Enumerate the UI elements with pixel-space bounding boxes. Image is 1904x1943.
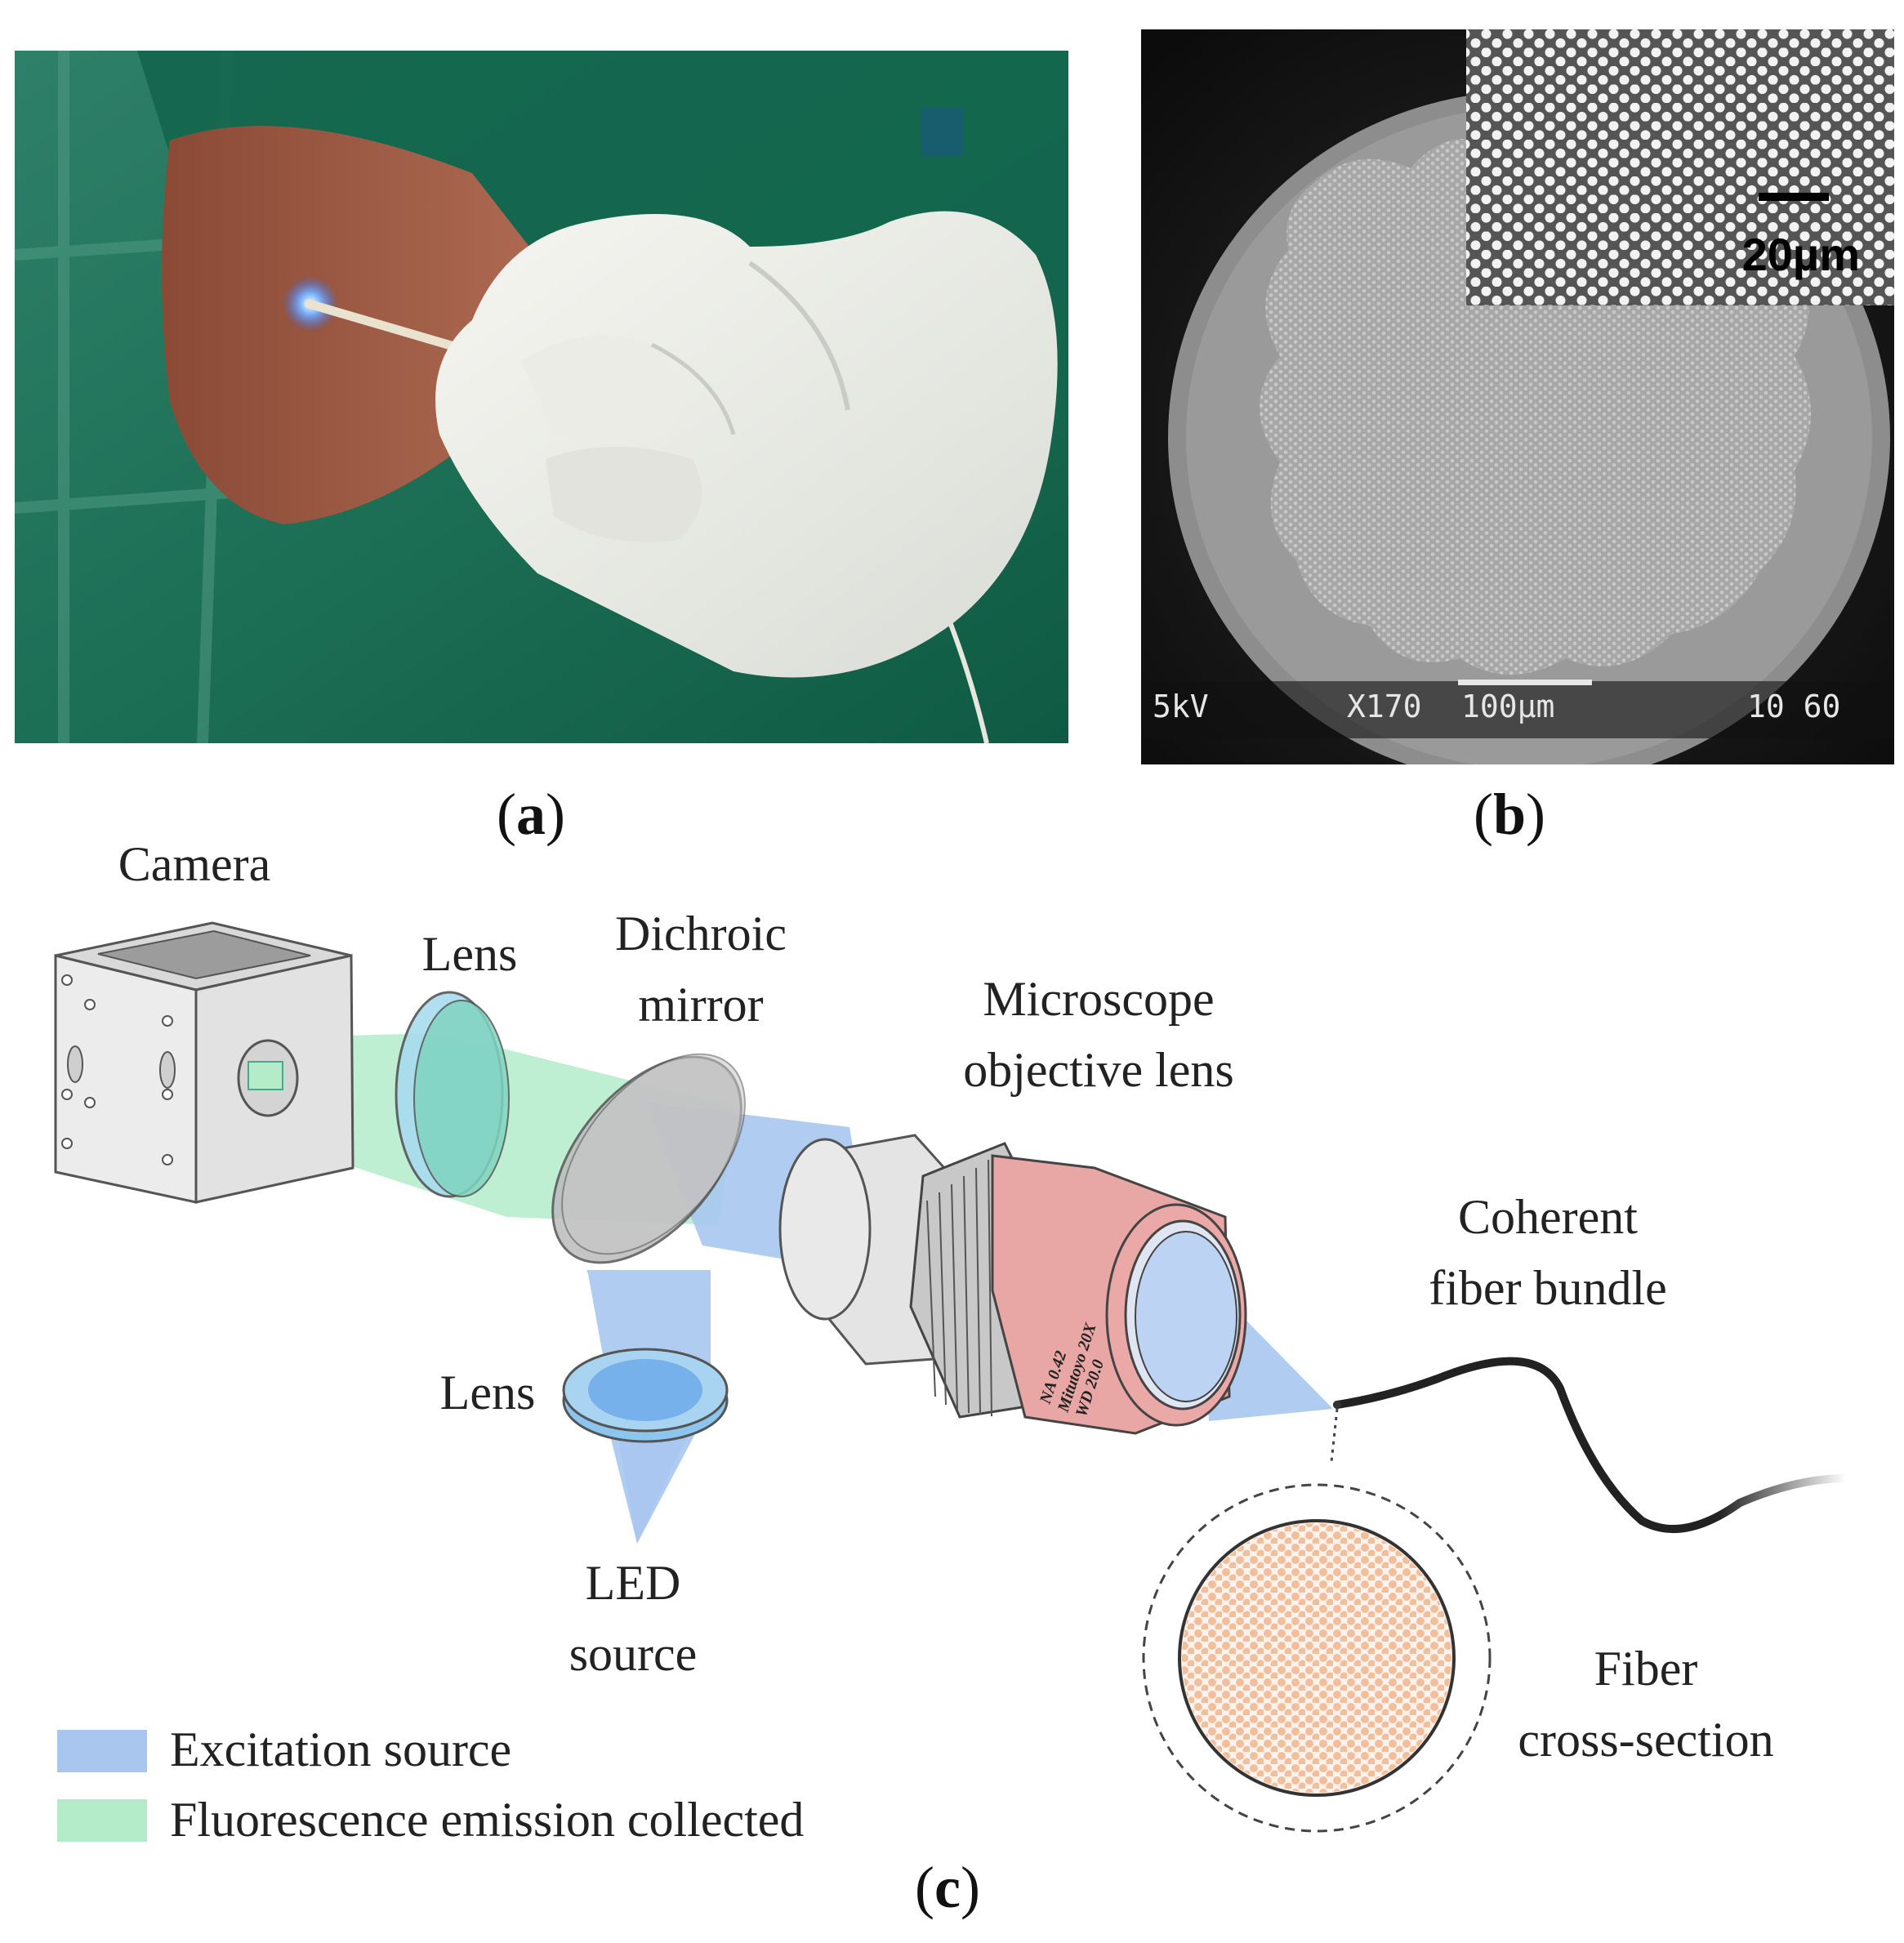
- label-bundle-line1: Coherent: [1458, 1190, 1638, 1244]
- camera-icon: [54, 921, 354, 1204]
- label-objective-line2: objective lens: [963, 1043, 1234, 1097]
- sem-inset: [1466, 29, 1894, 305]
- fiber-bundle-icon: [1333, 1357, 1850, 1533]
- label-led-line1: LED: [586, 1556, 681, 1610]
- fiber-cross-section-icon: [1142, 1483, 1492, 1833]
- setup-svg: NA 0.42 Mitutoyo 20X WD 20.0 Camera Lens…: [54, 837, 1850, 1847]
- inset-scale-label: 20µm: [1742, 229, 1860, 280]
- label-cross-line1: Fiber: [1594, 1642, 1698, 1696]
- sem-id: 10 60: [1747, 689, 1840, 724]
- label-bundle-line2: fiber bundle: [1429, 1261, 1667, 1315]
- label-led-line2: source: [569, 1627, 698, 1681]
- label-dichroic-line1: Dichroic: [615, 907, 787, 960]
- sem-illustration: 20µm 5kV X170 100µm 10 60: [1141, 29, 1894, 764]
- panel-label-a: (a): [497, 782, 565, 847]
- legend: Excitation source Fluorescence emission …: [57, 1722, 804, 1847]
- legend-swatch-emission: [57, 1799, 147, 1842]
- panel-label-b: (b): [1474, 782, 1546, 847]
- gloved-hands: [435, 211, 1058, 678]
- bottom-lens-icon: [562, 1348, 729, 1443]
- legend-label-emission: Fluorescence emission collected: [170, 1793, 804, 1847]
- inset-scale-bar: [1759, 193, 1829, 201]
- sem-micrograph: 20µm 5kV X170 100µm 10 60: [1141, 29, 1894, 764]
- label-cross-line2: cross-section: [1518, 1713, 1773, 1767]
- cross-section-leader: [1330, 1408, 1339, 1463]
- label-dichroic-line2: mirror: [638, 978, 763, 1032]
- label-objective-line1: Microscope: [983, 972, 1214, 1026]
- panel-label-c: (c): [915, 1855, 980, 1920]
- optical-setup-diagram: NA 0.42 Mitutoyo 20X WD 20.0 Camera Lens…: [0, 833, 1904, 1943]
- sem-magnification: X170: [1347, 689, 1422, 724]
- top-lens-icon: [395, 991, 510, 1198]
- label-lens-bottom: Lens: [440, 1366, 536, 1419]
- photo-illustration: [15, 51, 1068, 743]
- label-camera: Camera: [118, 837, 271, 891]
- legend-label-excitation: Excitation source: [170, 1722, 511, 1776]
- sem-scale-bar: [1458, 680, 1592, 685]
- photo-probe-in-hand: [15, 51, 1068, 743]
- sem-voltage: 5kV: [1153, 689, 1209, 724]
- dichroic-mirror-icon: [551, 1053, 746, 1264]
- label-lens-top: Lens: [422, 927, 518, 981]
- objective-lens-icon: NA 0.42 Mitutoyo 20X WD 20.0: [778, 1134, 1247, 1435]
- legend-swatch-excitation: [57, 1730, 147, 1772]
- sem-scale-label: 100µm: [1461, 689, 1554, 724]
